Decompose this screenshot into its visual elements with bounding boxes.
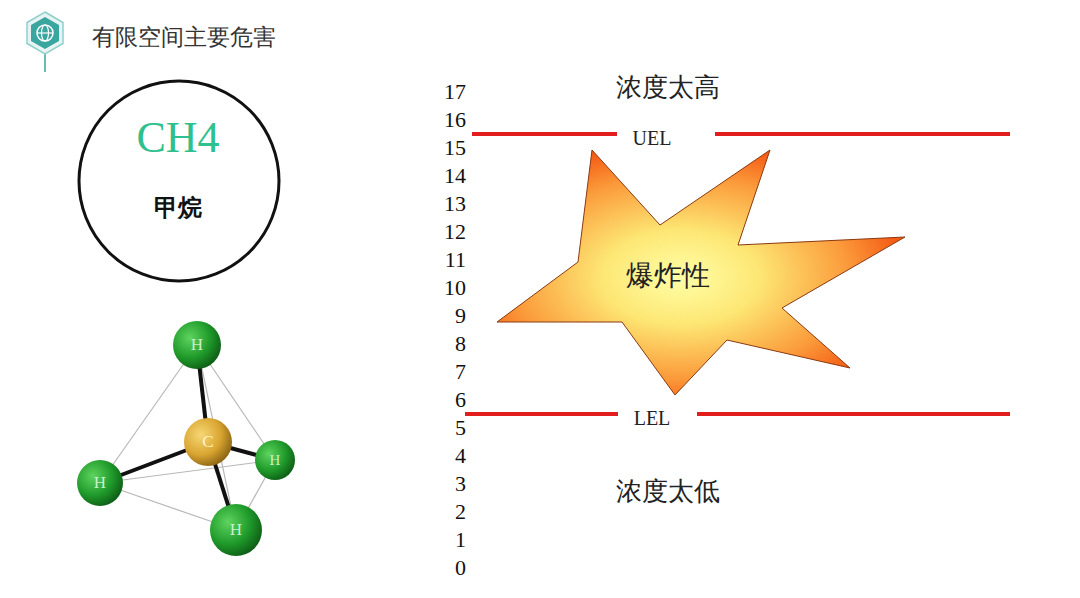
axis-number: 0	[455, 555, 466, 581]
zone-label: 浓度太低	[616, 476, 720, 507]
axis-number: 4	[455, 443, 466, 469]
axis-number: 1	[455, 527, 466, 553]
axis-number: 7	[455, 359, 466, 385]
atom-letter: C	[202, 432, 213, 452]
atom-letter: H	[270, 451, 281, 469]
slide-title: 有限空间主要危害	[92, 22, 276, 53]
limit-label: UEL	[633, 126, 672, 150]
limit-lines	[465, 134, 1010, 414]
atom-letter: H	[94, 473, 106, 493]
axis-number: 5	[455, 415, 466, 441]
axis-number: 11	[445, 247, 466, 273]
title-icon	[27, 12, 63, 72]
atom-letter: H	[230, 520, 242, 540]
axis-number: 15	[444, 135, 466, 161]
explosion-star: 爆炸性	[490, 145, 910, 400]
axis-number: 2	[455, 499, 466, 525]
substance-circle: CH4 甲烷	[76, 78, 282, 284]
formula-text: CH4	[136, 112, 219, 165]
axis-number: 17	[444, 79, 466, 105]
axis-number: 3	[455, 471, 466, 497]
axis-number: 13	[444, 191, 466, 217]
axis-number: 10	[444, 275, 466, 301]
methane-molecule	[77, 321, 295, 556]
axis-number: 12	[444, 219, 466, 245]
hazard-text: 爆炸性	[626, 259, 710, 293]
axis-number: 16	[444, 107, 466, 133]
zone-label: 浓度太高	[616, 72, 720, 103]
axis-number: 8	[455, 331, 466, 357]
circle-outline	[76, 78, 282, 284]
limit-label: LEL	[634, 406, 671, 430]
axis-number: 9	[455, 303, 466, 329]
substance-name: 甲烷	[154, 194, 202, 223]
atom-letter: H	[191, 335, 203, 355]
axis-number: 14	[444, 163, 466, 189]
axis-number: 6	[455, 387, 466, 413]
